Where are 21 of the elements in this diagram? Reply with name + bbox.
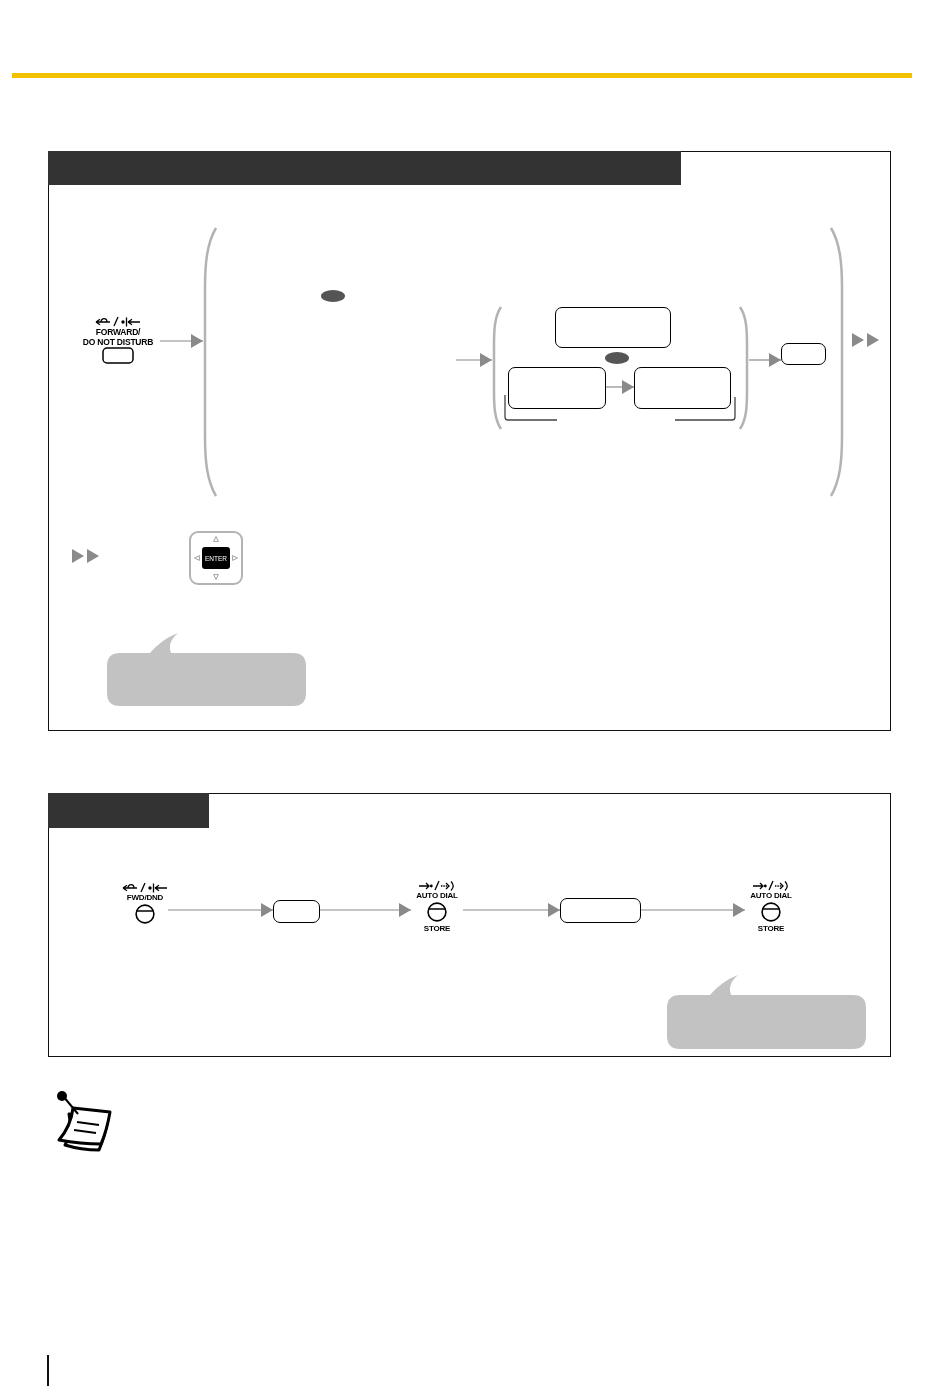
arrow bbox=[462, 903, 561, 917]
step-box bbox=[560, 898, 641, 923]
step-box bbox=[555, 307, 671, 348]
step-box bbox=[781, 343, 826, 365]
key-label: FORWARD/ DO NOT DISTURB bbox=[82, 327, 154, 347]
key-label: STORE bbox=[423, 924, 451, 933]
key-label: AUTO DIAL bbox=[416, 891, 458, 900]
arrow bbox=[748, 353, 782, 367]
arrow bbox=[159, 334, 204, 348]
arrow bbox=[640, 903, 746, 917]
arrow bbox=[455, 353, 493, 367]
arrow bbox=[319, 903, 412, 917]
step-box bbox=[273, 900, 320, 923]
arrow bbox=[605, 380, 635, 394]
navigator-key bbox=[189, 531, 243, 585]
step-box bbox=[508, 367, 606, 409]
key-label: STORE bbox=[757, 924, 785, 933]
key-label: AUTO DIAL bbox=[750, 891, 792, 900]
key-label: FWD/DND bbox=[126, 893, 164, 902]
arrow bbox=[167, 903, 274, 917]
step-box bbox=[634, 367, 731, 409]
